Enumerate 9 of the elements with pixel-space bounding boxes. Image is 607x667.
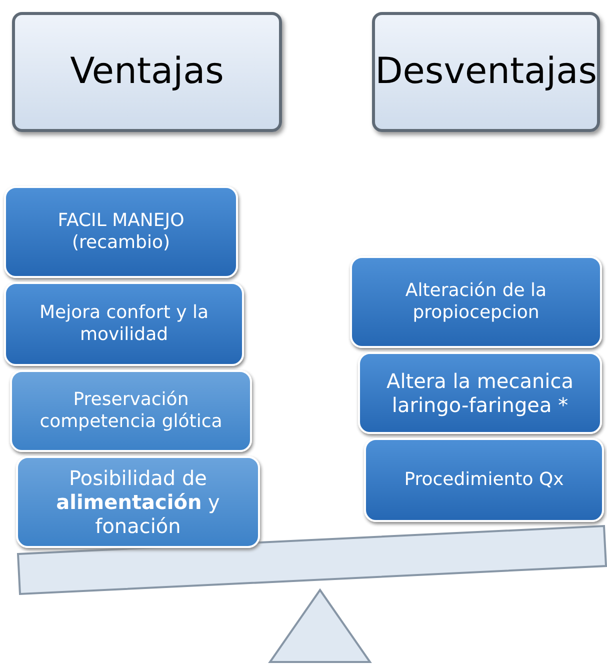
advantage-box: FACIL MANEJO (recambio): [4, 186, 238, 278]
disadvantage-box: Procedimiento Qx: [364, 438, 604, 522]
heading-box: Desventajas: [372, 12, 600, 132]
advantage-box: Posibilidad de alimentación y fonación: [16, 456, 260, 548]
disadvantage-box: Altera la mecanica laringo-faringea *: [358, 352, 602, 434]
disadvantage-box: Alteración de la propiocepcion: [350, 256, 602, 348]
heading-box: Ventajas: [12, 12, 282, 132]
advantage-box: Preservación competencia glótica: [10, 370, 252, 452]
advantage-box: Mejora confort y la movilidad: [4, 282, 244, 366]
